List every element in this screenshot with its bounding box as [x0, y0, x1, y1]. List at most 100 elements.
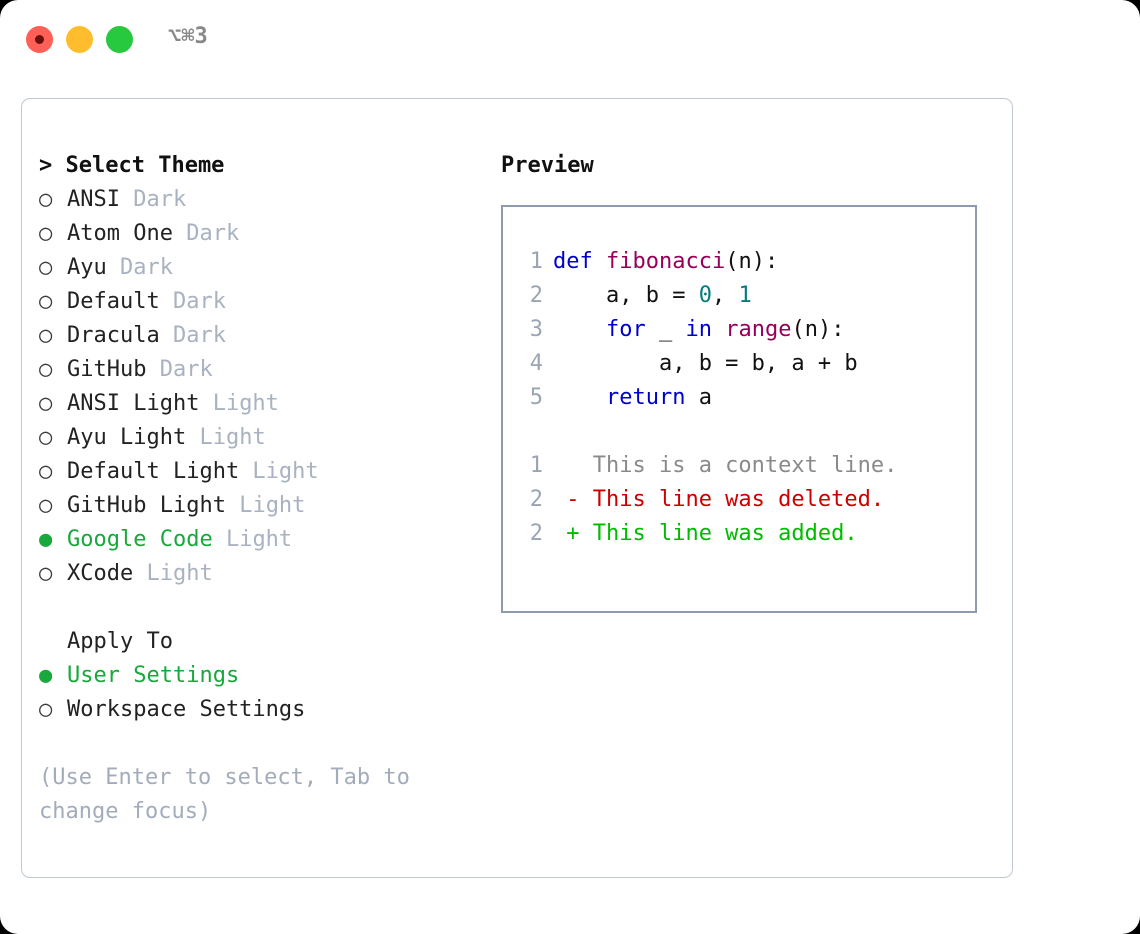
theme-option-label: ANSI [67, 187, 120, 212]
theme-picker-header: > Select Theme [39, 153, 225, 178]
code-spacer [503, 415, 975, 449]
theme-option-8[interactable]: ○ Default Light Light [39, 455, 479, 489]
diff-line: 2 - This line was deleted. [503, 483, 975, 517]
theme-option-label: ANSI Light [67, 391, 200, 416]
radio-unselected-icon: ○ [39, 255, 53, 280]
line-number: 3 [529, 317, 543, 342]
code-token: (n): [725, 249, 779, 274]
radio-unselected-icon: ○ [39, 697, 53, 722]
close-icon [35, 35, 44, 44]
radio-unselected-icon: ○ [39, 561, 53, 586]
theme-option-3[interactable]: ○Default Dark [39, 285, 479, 319]
radio-selected-icon: ● [39, 527, 53, 552]
theme-option-5[interactable]: ○GitHub Dark [39, 353, 479, 387]
line-number: 2 [529, 283, 543, 308]
code-token: - This line was deleted. [553, 487, 885, 512]
theme-option-variant: Dark [159, 289, 226, 314]
keyboard-shortcut-label: ⌥⌘3 [168, 24, 208, 49]
line-number: 1 [529, 249, 543, 274]
radio-selected-icon: ● [39, 663, 53, 688]
code-token: in [685, 317, 712, 342]
theme-option-variant: Dark [119, 187, 187, 212]
theme-option-11[interactable]: ○ XCode Light [39, 557, 479, 591]
theme-option-label: GitHub [67, 357, 147, 382]
radio-unselected-icon: ○ [39, 323, 53, 348]
keyboard-hint-text: (Use Enter to select, Tab to change focu… [39, 765, 424, 824]
code-line: 2 a, b = 0, 1 [503, 279, 975, 313]
theme-option-variant: Dark [146, 357, 213, 382]
minimize-window-button[interactable] [66, 26, 93, 53]
diff-line: 2 + This line was added. [503, 517, 975, 551]
code-token: fibonacci [606, 249, 726, 274]
theme-option-9[interactable]: ○GitHub Light Light [39, 489, 479, 523]
code-token: This is a context line. [553, 453, 898, 478]
line-number: 1 [529, 453, 543, 478]
code-token: return [605, 385, 686, 410]
theme-option-2[interactable]: ○Ayu Dark [39, 251, 479, 285]
code-token: _ [645, 317, 686, 342]
content-panel: > Select Theme ○ANSI Dark○Atom One Dark○… [21, 98, 1013, 878]
code-token: for [605, 317, 646, 342]
theme-option-variant: Light [186, 425, 266, 450]
theme-option-1[interactable]: ○Atom One Dark [39, 217, 479, 251]
preview-title: Preview [501, 153, 594, 178]
apply-to-list[interactable]: ●User Settings ○ Workspace Settings [39, 659, 479, 727]
diff-line: 1 This is a context line. [503, 449, 975, 483]
theme-option-label: Default Light [67, 459, 240, 484]
theme-option-label: Default [67, 289, 160, 314]
title-bar: ⌥⌘3 [0, 0, 1140, 78]
theme-list[interactable]: ○ANSI Dark○Atom One Dark○Ayu Dark○Defaul… [39, 183, 479, 591]
theme-option-label: GitHub Light [67, 493, 226, 518]
theme-option-variant: Dark [172, 221, 240, 246]
theme-option-label: Ayu Light [67, 425, 187, 450]
code-line: 5 return a [503, 381, 975, 415]
diff-sample: 1 This is a context line.2 - This line w… [503, 449, 975, 551]
theme-option-6[interactable]: ○ ANSI Light Light [39, 387, 479, 421]
line-number: 2 [529, 521, 543, 546]
theme-option-variant: Light [199, 391, 279, 416]
theme-option-label: Dracula [67, 323, 160, 348]
radio-unselected-icon: ○ [39, 187, 53, 212]
apply-to-section: Apply To ●User Settings ○ Workspace Settin… [39, 625, 479, 727]
maximize-window-button[interactable] [106, 26, 133, 53]
apply-to-option-0[interactable]: ●User Settings [39, 659, 479, 693]
theme-option-label: XCode [67, 561, 134, 586]
radio-unselected-icon: ○ [39, 459, 53, 484]
line-number: 4 [529, 351, 543, 376]
code-token: (n): [791, 317, 845, 342]
code-token [553, 385, 606, 410]
theme-option-label: Google Code [67, 527, 213, 552]
theme-option-10[interactable]: ●Google Code Light [39, 523, 479, 557]
code-line: 4 a, b = b, a + b [503, 347, 975, 381]
code-token [593, 249, 606, 274]
radio-unselected-icon: ○ [39, 391, 53, 416]
code-token: range [725, 317, 792, 342]
theme-option-variant: Light [133, 561, 213, 586]
line-number: 5 [529, 385, 543, 410]
code-token: a, b = [553, 283, 699, 308]
apply-to-option-label: Workspace Settings [67, 697, 306, 722]
theme-option-0[interactable]: ○ ANSI Dark [39, 183, 479, 217]
theme-option-variant: Light [239, 459, 319, 484]
code-token: + This line was added. [553, 521, 858, 546]
line-number: 2 [529, 487, 543, 512]
code-token [553, 317, 606, 342]
theme-picker-column: > Select Theme ○ANSI Dark○Atom One Dark○… [39, 149, 479, 829]
apply-to-option-1[interactable]: ○ Workspace Settings [39, 693, 479, 727]
code-token [712, 317, 725, 342]
theme-option-7[interactable]: ○ Ayu Light Light [39, 421, 479, 455]
code-line: 3 for _ in range(n): [503, 313, 975, 347]
theme-option-label: Atom One [67, 221, 173, 246]
theme-option-variant: Dark [106, 255, 173, 280]
theme-option-variant: Light [225, 493, 306, 518]
radio-unselected-icon: ○ [39, 425, 53, 450]
code-token: a [685, 385, 712, 410]
theme-option-4[interactable]: ○Dracula Dark [39, 319, 479, 353]
apply-to-header: Apply To [67, 629, 173, 654]
code-token: a, b = b, a + b [553, 351, 858, 376]
